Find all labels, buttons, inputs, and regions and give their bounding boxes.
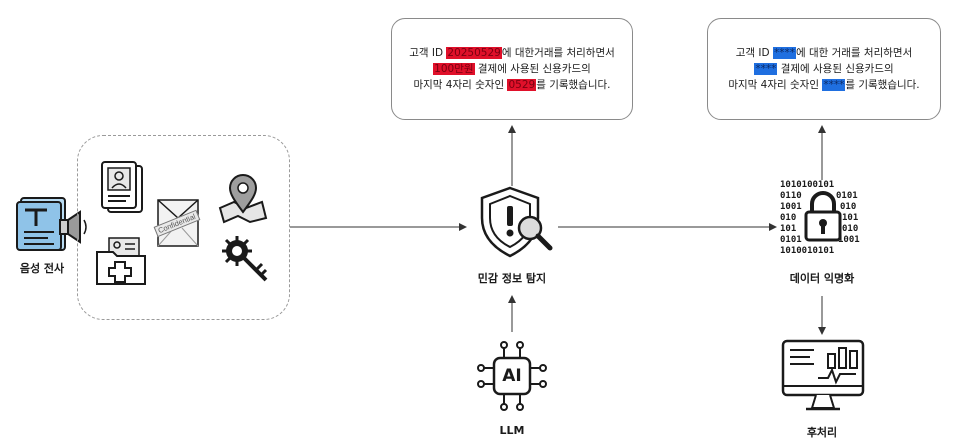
- highlight-card-digits: 0529: [507, 79, 537, 91]
- svg-text:010: 010: [842, 224, 858, 234]
- data-anonymization-label: 데이터 익명화: [789, 272, 855, 285]
- masked-amount: ****: [754, 63, 778, 75]
- llm-node: AI: [474, 338, 550, 414]
- monitor-dashboard-icon: [781, 339, 865, 411]
- post-processing-node: [780, 338, 866, 416]
- svg-text:1010100101: 1010100101: [780, 180, 834, 190]
- svg-text:101: 101: [780, 224, 796, 234]
- sensitive-text-bubble: 고객 ID 20250529에 대한거래를 처리하면서 100만원 결제에 사용…: [391, 18, 633, 120]
- shield-search-icon: [480, 186, 553, 258]
- confidential-envelope-icon: Confidential: [150, 194, 212, 252]
- ai-chip-icon: [477, 341, 547, 411]
- sensitive-detection-label: 민감 정보 탐지: [477, 272, 547, 285]
- sensitive-sources-group: [77, 135, 290, 320]
- masked-text-bubble: 고객 ID ****에 대한 거래를 처리하면서 **** 결제에 사용된 신용…: [707, 18, 941, 120]
- svg-text:101: 101: [842, 213, 858, 223]
- location-map-icon: [216, 170, 270, 224]
- medical-folder-icon: [95, 236, 149, 288]
- highlight-customer-id: 20250529: [446, 47, 502, 59]
- svg-text:010: 010: [780, 213, 796, 223]
- highlight-amount: 100만원: [433, 63, 475, 75]
- speech-transcript-node: [14, 194, 90, 254]
- sensitive-detection-node: [474, 184, 556, 260]
- svg-text:1001: 1001: [838, 235, 860, 245]
- svg-text:0110: 0110: [780, 191, 802, 201]
- ai-chip-text: AI: [502, 366, 522, 386]
- masked-card-digits: ****: [822, 79, 846, 91]
- id-card-document-icon: [98, 160, 146, 216]
- svg-text:1010010101: 1010010101: [780, 246, 834, 256]
- llm-label: LLM: [499, 424, 525, 437]
- masked-customer-id: ****: [772, 47, 796, 59]
- svg-text:1001: 1001: [780, 202, 802, 212]
- post-processing-label: 후처리: [806, 426, 838, 439]
- svg-text:0101: 0101: [836, 191, 858, 201]
- svg-text:0101: 0101: [780, 235, 802, 245]
- transcript-document-icon: [16, 197, 87, 251]
- key-icon: [220, 234, 272, 286]
- svg-text:010: 010: [840, 202, 856, 212]
- speech-transcript-label: 음성 전사: [19, 262, 65, 275]
